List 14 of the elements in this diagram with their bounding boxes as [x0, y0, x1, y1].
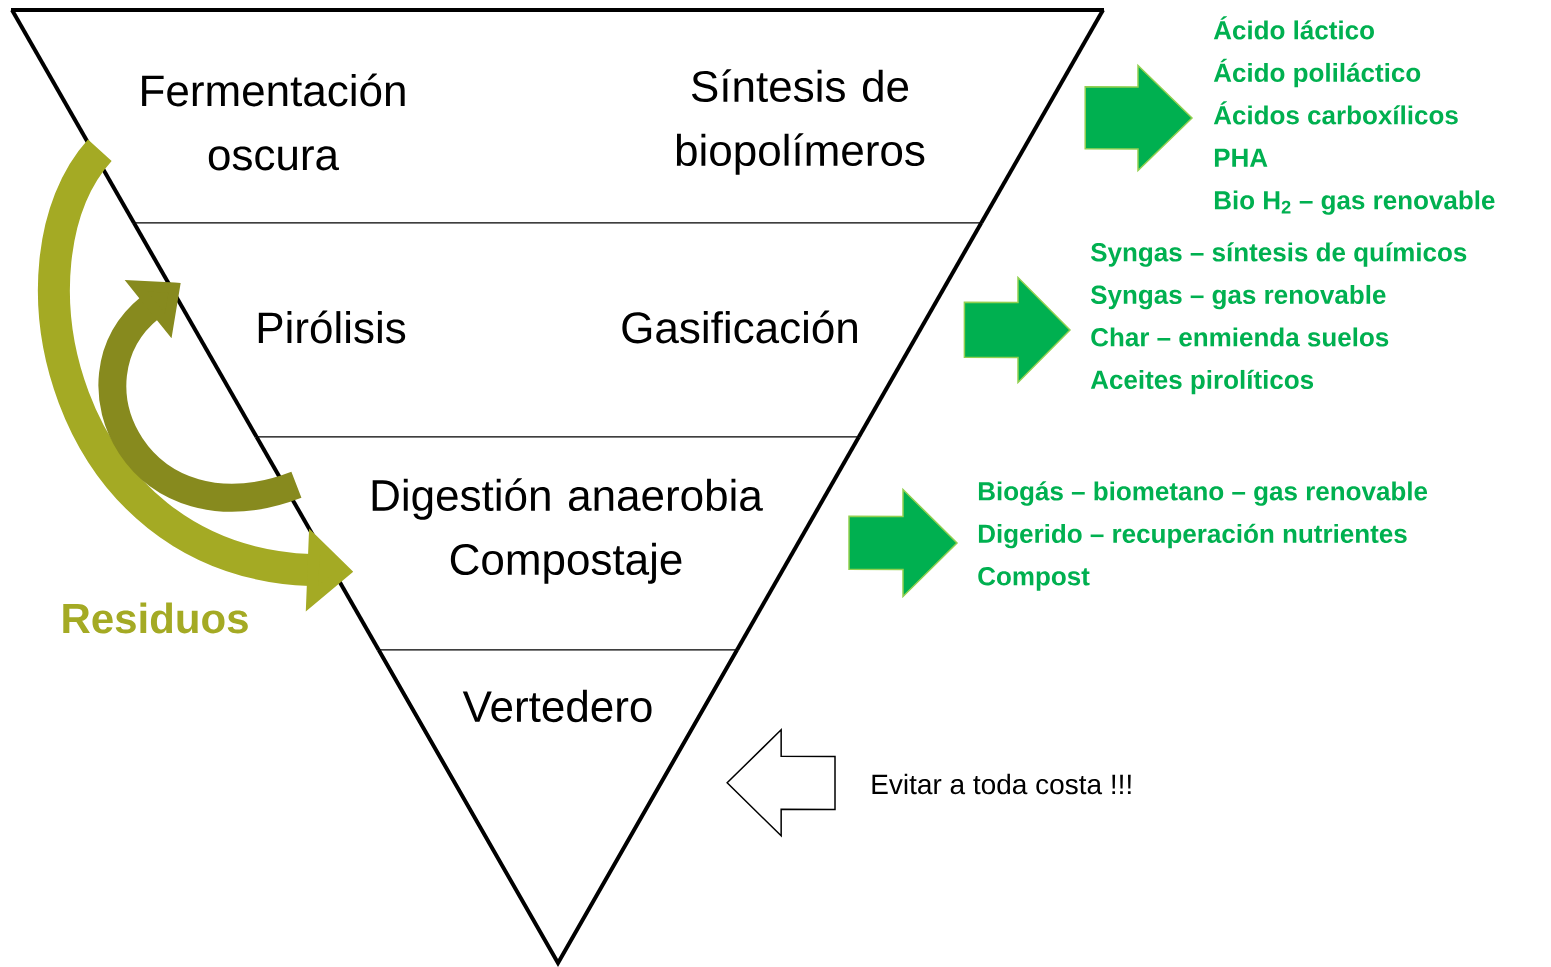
block-arrow — [726, 728, 836, 838]
block-arrow — [848, 487, 959, 599]
band: Digestión anaerobia Compostaje — [254, 436, 861, 651]
band: Vertedero — [376, 649, 739, 967]
block-arrow — [963, 275, 1072, 385]
product-list: Ácido láctico Ácido poliláctico Ácidos carboxílicos PHA Bio H$_{2}$ – gas renovable — [1213, 16, 1495, 215]
node-label: Vertedero — [462, 689, 652, 723]
note-text: Evitar a toda costa !!! — [872, 773, 1131, 795]
block-arrow — [1084, 63, 1194, 173]
product-list: Biogás – biometano – gas renovable Digerido – recuperación nutrientes Compost — [978, 481, 1428, 591]
band: Fermentación oscura Síntesis de biopolímeros — [10, 8, 1105, 224]
residue-label: Residuos — [63, 602, 248, 634]
band: Pirólisis Gasificación — [132, 222, 983, 438]
product-list: Syngas – síntesis de químicos Syngas – gas renovable Char – enmienda suelos Aceites pirolíticos — [1090, 242, 1467, 395]
